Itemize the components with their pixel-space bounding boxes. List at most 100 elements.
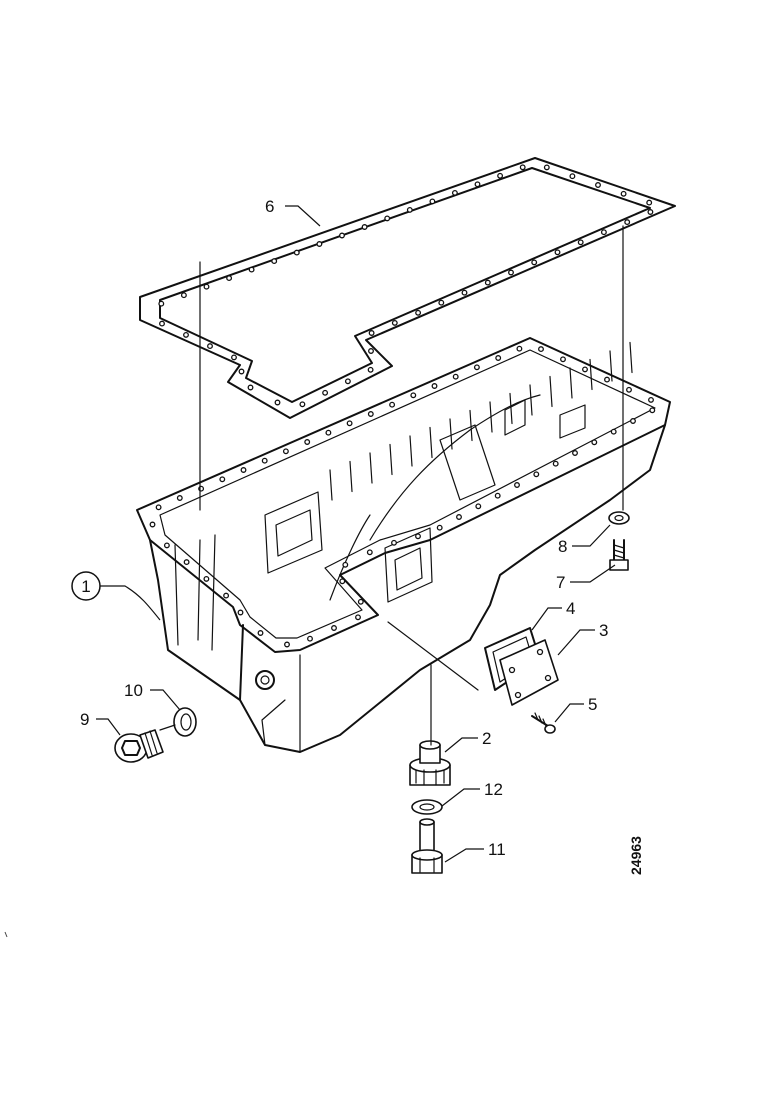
- oil-pan-part-1: [136, 337, 671, 753]
- gasket-bolt-hole: [647, 209, 654, 215]
- flange-bolt-hole: [257, 630, 264, 636]
- flange-bolt-hole: [261, 457, 268, 464]
- flange-bolt-hole: [626, 386, 632, 393]
- flange-bolt-hole: [582, 366, 588, 373]
- flange-bolt-hole: [649, 407, 656, 414]
- gasket-bolt-hole: [248, 266, 255, 273]
- leader-1: [100, 585, 161, 621]
- flange-bolt-hole: [339, 578, 346, 585]
- gasket-bolt-hole: [569, 173, 576, 180]
- gasket-bolt-hole: [238, 368, 245, 375]
- gasket-bolt-hole: [429, 198, 436, 205]
- flange-bolt-hole: [284, 641, 290, 648]
- gasket-bolt-hole: [624, 219, 631, 226]
- callout-5: 5: [588, 695, 597, 714]
- callout-6: 6: [265, 197, 274, 216]
- pan-rib-line: [549, 375, 553, 408]
- gasket-bolt-hole: [158, 300, 165, 307]
- gasket-bolt-hole: [274, 399, 281, 406]
- leader-11: [444, 848, 484, 863]
- flange-bolt-hole: [494, 492, 501, 499]
- gasket-bolt-hole: [344, 378, 351, 385]
- flange-bolt-hole: [495, 355, 502, 361]
- flange-bolt-hole: [431, 383, 438, 389]
- callout-7: 7: [556, 573, 565, 592]
- flange-bolt-hole: [366, 549, 373, 556]
- gasket-bolt-hole: [595, 182, 601, 188]
- leader-8: [572, 524, 611, 547]
- pan-rib-line: [409, 435, 413, 467]
- leader-2: [444, 737, 478, 753]
- callout-4: 4: [566, 599, 575, 618]
- gasket-bolt-hole: [339, 232, 345, 239]
- scan-speck: [4, 931, 8, 938]
- callout-labels: 1 2 3 4 5 6 7 8 9 10 11 12: [71, 197, 608, 859]
- flange-bolt-hole: [456, 514, 462, 520]
- flange-bolt-hole: [415, 533, 421, 540]
- gasket-bolt-hole: [451, 189, 458, 196]
- gasket-bolt-hole: [367, 366, 374, 373]
- flange-bolt-hole: [304, 439, 311, 445]
- valve-body-part-2: [409, 740, 451, 786]
- leader-lines: [96, 205, 616, 863]
- leader-3: [557, 629, 595, 656]
- callout-9: 9: [80, 710, 89, 729]
- flange-bolt-hole: [325, 429, 332, 436]
- pan-rib-line: [609, 350, 613, 382]
- callout-10: 10: [124, 681, 143, 700]
- gasket-bolt-hole: [322, 389, 329, 396]
- gasket-bolt-hole: [231, 354, 237, 361]
- gasket-part-6: [139, 157, 676, 419]
- flange-bolt-hole: [282, 448, 289, 455]
- pan-rib-line: [429, 426, 433, 459]
- callout-11: 11: [488, 840, 506, 859]
- gasket-bolt-hole: [203, 283, 210, 290]
- flange-bolt-hole: [630, 418, 636, 424]
- flange-bolt-hole: [219, 476, 226, 483]
- gasket-bolt-hole: [543, 164, 550, 171]
- gasket-bolt-hole: [316, 241, 323, 247]
- sealing-washer-part-12: [411, 799, 443, 815]
- gasket-bolt-hole: [384, 215, 391, 222]
- pan-rib-line: [349, 460, 353, 493]
- pan-rib-line: [369, 452, 373, 484]
- leader-7: [570, 564, 616, 583]
- gasket-bolt-hole: [368, 330, 375, 336]
- pan-rib-line: [389, 443, 393, 476]
- flange-bolt-hole: [610, 428, 617, 435]
- gasket-bolt-hole: [519, 164, 526, 171]
- flange-bolt-hole: [538, 346, 544, 353]
- flange-bolt-hole: [176, 495, 183, 501]
- flange-bolt-hole: [155, 504, 162, 511]
- flange-bolt-hole: [552, 460, 559, 467]
- flange-bolt-hole: [514, 482, 520, 488]
- flange-bolt-hole: [331, 625, 337, 631]
- gasket-bolt-hole: [299, 401, 306, 408]
- flange-bolt-hole: [391, 539, 397, 546]
- callout-1: 1: [81, 577, 90, 596]
- flange-bolt-hole: [648, 396, 654, 403]
- callout-12: 12: [484, 780, 503, 799]
- gasket-bolt-hole: [226, 275, 233, 282]
- flange-bolt-hole: [560, 356, 566, 363]
- flange-bolt-hole: [163, 542, 170, 549]
- figure-reference-number: 24963: [628, 836, 644, 875]
- flange-bolt-hole: [183, 559, 190, 566]
- flange-bolt-hole: [346, 420, 353, 427]
- gasket-bolt-hole: [247, 384, 254, 391]
- flange-bolt-hole: [516, 345, 523, 352]
- gasket-bolt-hole: [531, 259, 538, 266]
- gasket-bolt-hole: [438, 299, 445, 306]
- flange-bolt-hole: [223, 592, 230, 599]
- flange-bolt-hole: [436, 524, 443, 531]
- gasket-bolt-hole: [180, 292, 187, 299]
- gasket-bolt-hole: [368, 348, 374, 354]
- gasket-bolt-hole: [391, 319, 398, 326]
- gasket-bolt-hole: [361, 224, 368, 230]
- gasket-bolt-hole: [600, 229, 607, 236]
- gasket-bolt-hole: [620, 190, 627, 197]
- flange-bolt-hole: [203, 575, 210, 582]
- flange-bolt-hole: [410, 392, 417, 399]
- flange-bolt-hole: [452, 373, 459, 380]
- gasket-bolt-hole: [159, 320, 165, 327]
